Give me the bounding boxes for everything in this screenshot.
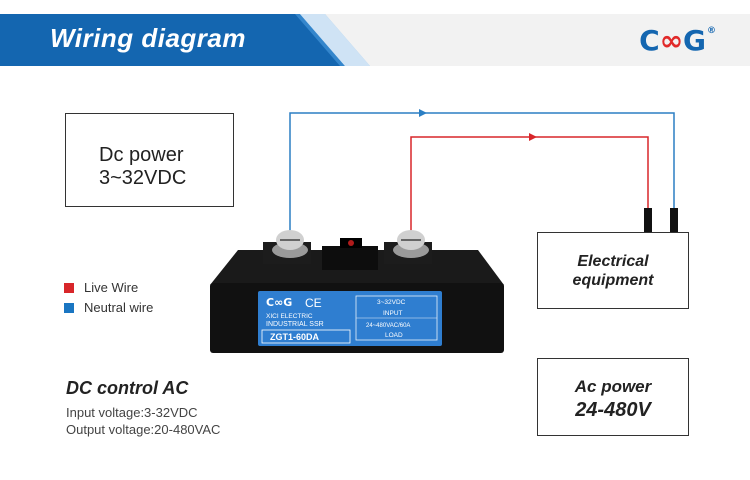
plug-prong-left xyxy=(644,208,652,234)
live-wire-swatch xyxy=(64,283,74,293)
ac-power-box: Ac power 24-480V xyxy=(537,358,689,436)
dc-power-box: Dc power 3~32VDC xyxy=(65,113,234,207)
neutral-wire xyxy=(289,112,675,240)
ac-power-range: 24-480V xyxy=(575,399,651,421)
live-arrow xyxy=(529,133,537,141)
output-voltage-spec: Output voltage:20-480VAC xyxy=(66,422,221,437)
terminal-screw-left xyxy=(272,230,308,258)
registered-mark: ® xyxy=(707,26,716,36)
terminal-screw-right xyxy=(393,230,429,258)
neutral-wire-swatch xyxy=(64,303,74,313)
relay-input-label: INPUT xyxy=(383,310,403,317)
legend-label: Neutral wire xyxy=(84,300,154,315)
equipment-label-line2: equipment xyxy=(572,272,654,289)
live-wire xyxy=(410,136,649,240)
relay-input-range: 3~32VDC xyxy=(377,299,406,306)
relay-brand: C∞G xyxy=(266,296,292,309)
legend-label: Live Wire xyxy=(84,280,139,295)
header-banner xyxy=(0,14,750,66)
input-voltage-spec: Input voltage:3-32VDC xyxy=(66,405,198,420)
ac-power-label: Ac power xyxy=(574,377,652,396)
ssr-relay-module xyxy=(210,230,504,353)
page-title: Wiring diagram xyxy=(50,23,247,53)
dc-power-range: 3~32VDC xyxy=(99,167,187,189)
relay-load-rating: 24~480VAC/60A xyxy=(366,323,410,329)
plug-prong-right xyxy=(670,208,678,234)
control-title: DC control AC xyxy=(66,378,189,398)
brand-logo: C∞G ® xyxy=(639,24,716,57)
relay-type: INDUSTRIAL SSR xyxy=(266,321,324,328)
dc-power-label: Dc power xyxy=(99,144,184,166)
equipment-label-line1: Electrical xyxy=(577,253,649,270)
relay-maker: XICI ELECTRIC xyxy=(266,313,313,320)
relay-ce-mark: CE xyxy=(305,296,322,310)
relay-label-panel xyxy=(258,291,442,346)
electrical-equipment-box: Electrical equipment xyxy=(537,232,689,309)
relay-model: ZGT1-60DA xyxy=(270,332,320,342)
neutral-arrow xyxy=(419,109,427,117)
relay-load-label: LOAD xyxy=(385,332,403,339)
